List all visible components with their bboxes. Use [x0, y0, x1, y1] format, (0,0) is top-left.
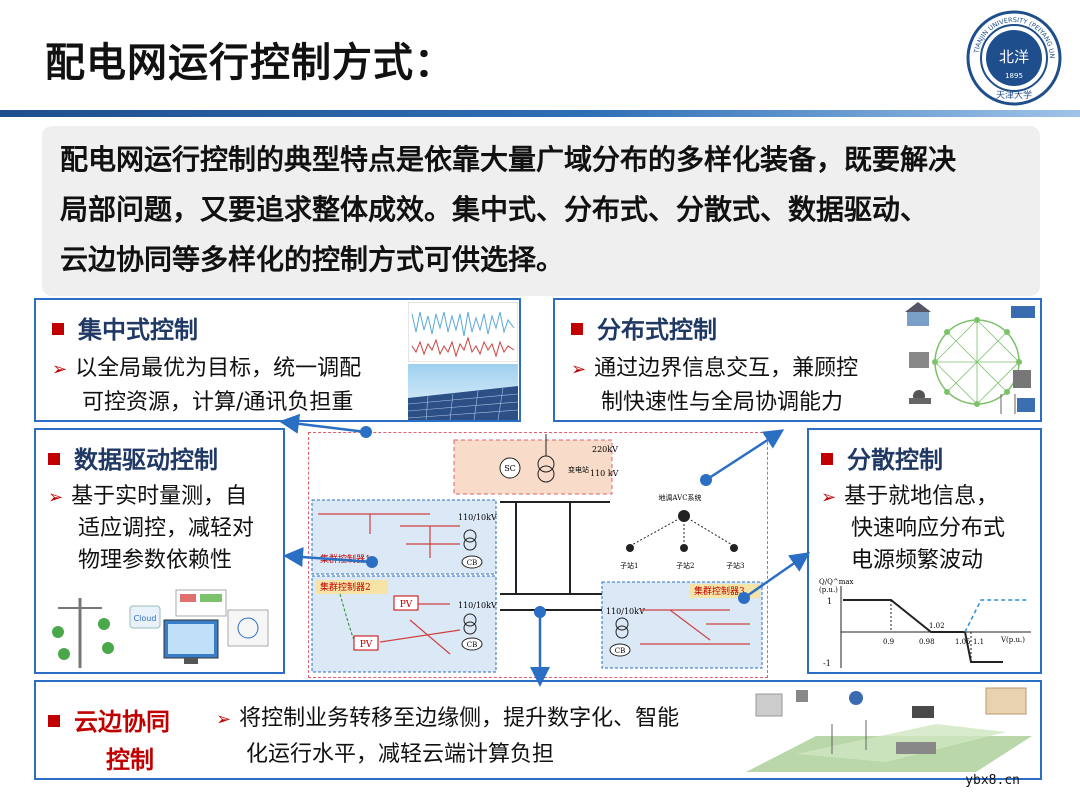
cloud-edge-heading-1: 云边协同 — [48, 702, 170, 737]
bullet-square-icon — [821, 453, 833, 465]
load-curve-thumbnail — [408, 302, 518, 362]
avc-label: 地调AVC系统 — [658, 493, 701, 502]
university-seal-icon: 北洋 1895 TIANJIN UNIVERSITY (PEIYANG UNIV… — [966, 10, 1062, 106]
droop-tick-x09: 0.9 — [883, 638, 894, 646]
bullet-square-icon — [48, 715, 60, 727]
droop-tick-x105: 1.05 — [955, 638, 971, 646]
sc-label: SC — [504, 464, 516, 473]
sub2-label: 子站2 — [676, 561, 694, 570]
transformer-1-label: 110/10kV — [458, 513, 497, 522]
data-driven-control-box: 数据驱动控制 ➢基于实时量测，自 适应调控，减轻对 物理参数依赖性 Cloud — [34, 428, 285, 674]
data-driven-line-3: 物理参数依赖性 — [78, 548, 233, 573]
cb-1-label: CB — [467, 559, 478, 567]
bullet-square-icon — [571, 323, 583, 335]
svg-text:北洋: 北洋 — [999, 48, 1029, 66]
cloud-edge-heading-2: 控制 — [106, 746, 154, 774]
page-title: 配电网运行控制方式： — [45, 40, 455, 86]
decentralized-heading: 分散控制 — [821, 440, 943, 475]
centralized-heading: 集中式控制 — [52, 310, 198, 345]
sub1-label: 子站1 — [620, 561, 638, 570]
droop-control-curve: Q/Q^max (p.u.) V(p.u.) 1 -1 0.9 0.98 1.0… — [819, 578, 1031, 668]
title-underline — [0, 110, 1080, 117]
sub3-label: 子站3 — [726, 561, 744, 570]
pv-2-label: PV — [360, 640, 373, 650]
kv110-label: 110 kV — [590, 469, 619, 478]
centralized-line-2: 可控资源，计算/通讯负担重 — [82, 390, 354, 415]
distributed-control-box: 分布式控制 ➢通过边界信息交互，兼顾控 制快速性与全局协调能力 — [553, 298, 1042, 422]
svg-text:1895: 1895 — [1005, 72, 1023, 80]
bullet-square-icon — [48, 453, 60, 465]
intro-line-1: 配电网运行控制的典型特点是依靠大量广域分布的多样化装备，既要解决 — [60, 143, 957, 176]
intro-line-3: 云边协同等多样化的控制方式可供选择。 — [60, 243, 565, 276]
decentralized-line-3: 电源频繁波动 — [851, 548, 984, 573]
data-driven-line-1: ➢基于实时量测，自 — [48, 484, 248, 509]
droop-xlabel: V(p.u.) — [1000, 636, 1025, 644]
kv220-label: 220kV — [592, 445, 618, 454]
transformer-2-label: 110/10kV — [458, 601, 497, 610]
cloud-label: Cloud — [134, 614, 157, 623]
intro-panel: 配电网运行控制的典型特点是依靠大量广域分布的多样化装备，既要解决 局部问题，又要… — [42, 126, 1040, 296]
decentralized-line-2: 快速响应分布式 — [851, 516, 1006, 541]
droop-tick-x098: 0.98 — [919, 638, 935, 646]
solar-panel-image — [408, 364, 518, 420]
distributed-network-diagram — [905, 302, 1035, 414]
cluster-controller-2-label: 集群控制器2 — [320, 581, 371, 593]
arrow-bullet-icon: ➢ — [52, 359, 68, 380]
droop-tick-x11: 1.1 — [973, 638, 984, 646]
arrow-bullet-icon: ➢ — [571, 359, 587, 380]
svg-text:天津大学: 天津大学 — [996, 89, 1032, 101]
decentralized-line-1: ➢基于就地信息， — [821, 484, 999, 509]
data-driven-line-2: 适应调控，减轻对 — [78, 516, 255, 541]
distributed-heading: 分布式控制 — [571, 310, 717, 345]
droop-tick-yneg: -1 — [823, 659, 831, 668]
distribution-network-diagram: 220kV 110 kV SC 变电站 地调AVC系统 子站1 子站2 子站3 … — [311, 434, 763, 673]
cloud-edge-line-1: ➢将控制业务转移至边缘侧，提升数字化、智能 — [216, 706, 680, 731]
substation-label: 变电站 — [568, 465, 589, 474]
intro-line-2: 局部问题，又要追求整体成效。集中式、分布式、分散式、数据驱动、 — [60, 193, 929, 226]
cloud-edge-illustration — [746, 687, 1032, 772]
cluster-controller-3-label: 集群控制器3 — [694, 585, 745, 597]
distributed-line-1: ➢通过边界信息交互，兼顾控 — [571, 356, 859, 381]
watermark: ybx8.cn — [965, 773, 1020, 788]
pv-1-label: PV — [400, 600, 413, 610]
centralized-line-1: ➢以全局最优为目标，统一调配 — [52, 356, 362, 381]
droop-tick-x102: 1.02 — [929, 622, 945, 630]
distributed-line-2: 制快速性与全局协调能力 — [601, 390, 844, 415]
bullet-square-icon — [52, 323, 64, 335]
droop-tick-y1: 1 — [827, 597, 832, 606]
data-driven-heading: 数据驱动控制 — [48, 440, 218, 475]
arrow-bullet-icon: ➢ — [821, 487, 837, 508]
data-platform-illustration: Cloud — [52, 589, 269, 668]
droop-yunit: (p.u.) — [819, 586, 838, 594]
cb-3-label: CB — [615, 647, 626, 655]
transformer-3-label: 110/10kV — [606, 607, 645, 616]
cloud-edge-control-box: 云边协同 控制 ➢将控制业务转移至边缘侧，提升数字化、智能 化运行水平，减轻云端… — [34, 680, 1042, 780]
centralized-control-box: 集中式控制 ➢以全局最优为目标，统一调配 可控资源，计算/通讯负担重 — [34, 298, 521, 422]
cb-2-label: CB — [467, 641, 478, 649]
cloud-edge-line-2: 化运行水平，减轻云端计算负担 — [246, 742, 555, 767]
decentralized-control-box: 分散控制 ➢基于就地信息， 快速响应分布式 电源频繁波动 Q/Q^max (p.… — [807, 428, 1042, 674]
arrow-bullet-icon: ➢ — [48, 487, 64, 508]
arrow-bullet-icon: ➢ — [216, 709, 232, 730]
droop-ylabel: Q/Q^max — [819, 578, 854, 586]
